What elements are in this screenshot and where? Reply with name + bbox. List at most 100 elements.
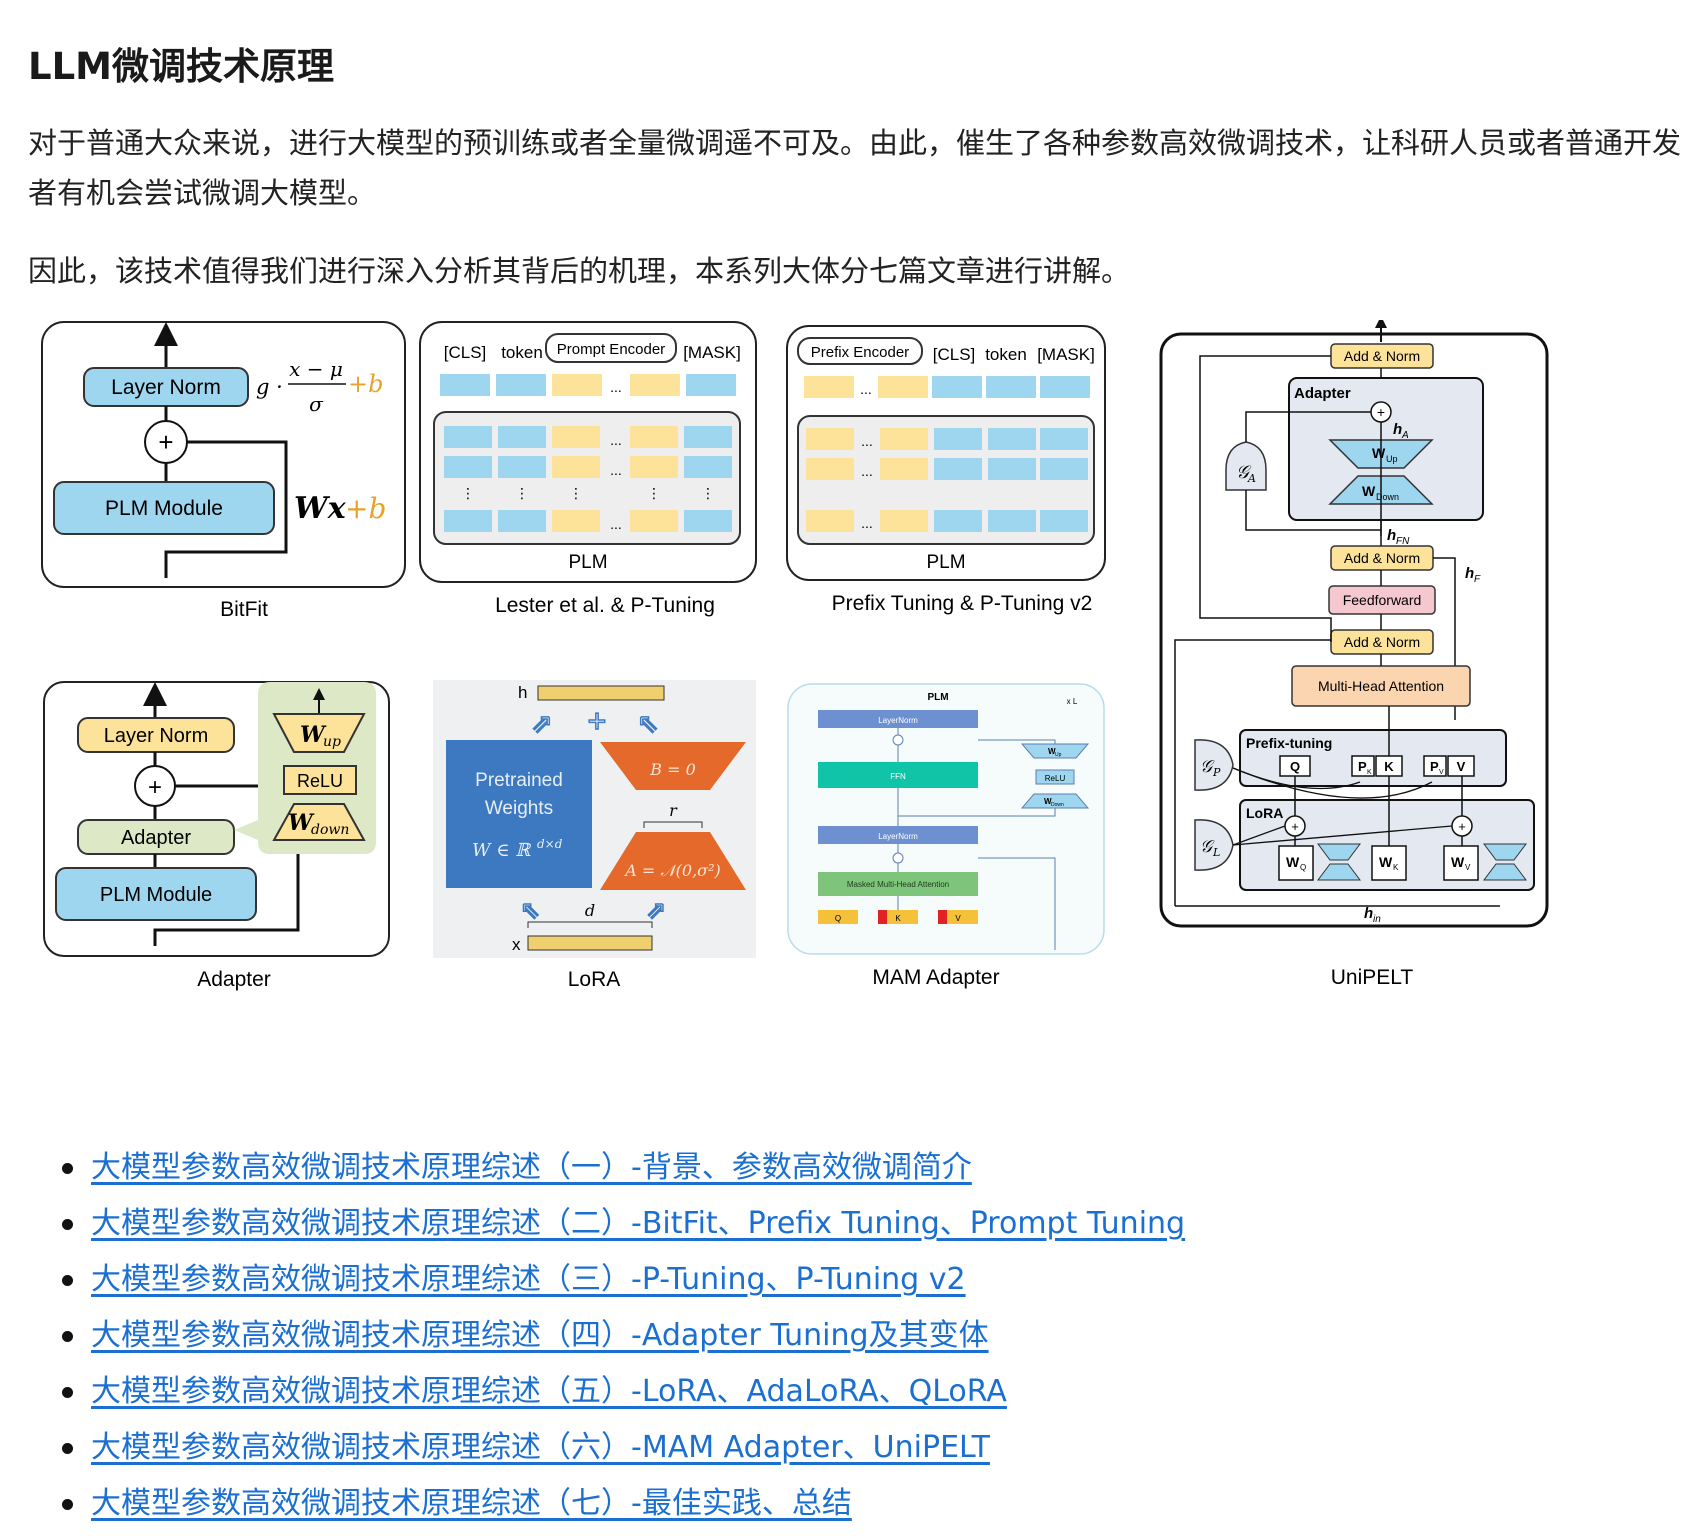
article-link-6[interactable]: 大模型参数高效微调技术原理综述（六）-MAM Adapter、UniPELT bbox=[91, 1430, 990, 1465]
unipelt-panel: Add & Norm Adapter + h A W Up W Down 𝒢 A… bbox=[1159, 316, 1549, 928]
lora-d: d bbox=[585, 901, 595, 920]
unipelt-q: Q bbox=[1290, 759, 1300, 774]
svg-text:⋮: ⋮ bbox=[701, 485, 715, 501]
prefix-token-cls: [CLS] bbox=[933, 345, 976, 364]
svg-text:+: + bbox=[1377, 404, 1385, 420]
lora-arrow-right-icon: ⇖ bbox=[637, 708, 659, 738]
unipelt-w-down: W bbox=[1362, 483, 1376, 499]
unipelt-g-l-sub: L bbox=[1212, 846, 1220, 859]
mam-layernorm-1: LayerNorm bbox=[878, 716, 918, 725]
unipelt-add-norm-low: Add & Norm bbox=[1344, 634, 1420, 650]
list-item: 大模型参数高效微调技术原理综述（四）-Adapter Tuning及其变体 bbox=[58, 1308, 1185, 1364]
bitfit-layer-norm: Layer Norm bbox=[111, 376, 221, 399]
unipelt-k: K bbox=[1384, 759, 1394, 774]
bullet-icon bbox=[62, 1331, 73, 1342]
bitfit-formula-g: g · bbox=[256, 375, 283, 399]
article-link-1[interactable]: 大模型参数高效微调技术原理综述（一）-背景、参数高效微调简介 bbox=[91, 1150, 972, 1185]
prefix-encoder: Prefix Encoder bbox=[811, 344, 909, 361]
unipelt-pv-sub: V bbox=[1439, 769, 1444, 776]
unipelt-mha: Multi-Head Attention bbox=[1318, 678, 1444, 694]
lora-arrow-in-right-icon: ⇗ bbox=[646, 897, 666, 924]
lora-r: r bbox=[669, 801, 678, 820]
bitfit-panel: Layer Norm + PLM Module g · x − μ σ +b W… bbox=[41, 321, 406, 588]
svg-text:...: ... bbox=[860, 381, 872, 397]
lora-h: h bbox=[518, 683, 527, 702]
list-item: 大模型参数高效微调技术原理综述（五）-LoRA、AdaLoRA、QLoRA bbox=[58, 1364, 1185, 1420]
unipelt-adapter: Adapter bbox=[1294, 385, 1351, 402]
unipelt-h-fn: h bbox=[1387, 527, 1396, 544]
caption-bitfit: BitFit bbox=[220, 598, 268, 621]
lora-pretrained: Pretrained bbox=[475, 770, 563, 791]
caption-mam: MAM Adapter bbox=[872, 966, 999, 989]
mam-w-down: W bbox=[1044, 797, 1052, 806]
lora-plus-icon: + bbox=[588, 703, 607, 739]
unipelt-wk: W bbox=[1379, 854, 1393, 870]
adapter-w-up: W bbox=[300, 722, 327, 748]
prefix-input-row: ... bbox=[804, 376, 1090, 398]
mam-k: K bbox=[895, 914, 901, 923]
unipelt-wv-sub: V bbox=[1465, 863, 1471, 872]
svg-text:...: ... bbox=[610, 462, 622, 478]
unipelt-h-a-sub: A bbox=[1401, 430, 1409, 441]
bullet-icon bbox=[62, 1443, 73, 1454]
lester-prompt-encoder: Prompt Encoder bbox=[557, 341, 665, 358]
svg-text:⋮: ⋮ bbox=[461, 485, 475, 501]
mam-q: Q bbox=[835, 914, 841, 923]
unipelt-h-f: h bbox=[1465, 565, 1474, 582]
prefix-token-mask: [MASK] bbox=[1037, 345, 1095, 364]
mam-xl: x L bbox=[1067, 697, 1078, 706]
lora-a: A = 𝒩(0,σ²) bbox=[623, 861, 721, 880]
bitfit-wx-bias: +b bbox=[345, 492, 386, 525]
mam-w-up-sub: Up bbox=[1055, 752, 1062, 758]
lora-panel: h + ⇗ ⇖ Pretrained Weights W ∈ ℝ d×d B =… bbox=[433, 680, 756, 958]
unipelt-w-down-sub: Down bbox=[1376, 492, 1399, 502]
lora-arrow-left-icon: ⇗ bbox=[531, 708, 553, 738]
lester-panel: [CLS] token Prompt Encoder [MASK] ... ..… bbox=[419, 321, 757, 583]
adapter-layer-norm: Layer Norm bbox=[104, 725, 208, 747]
adapter-w-down: W bbox=[288, 810, 315, 836]
article-link-5[interactable]: 大模型参数高效微调技术原理综述（五）-LoRA、AdaLoRA、QLoRA bbox=[91, 1374, 1007, 1409]
caption-adapter: Adapter bbox=[197, 968, 271, 991]
mam-layernorm-2: LayerNorm bbox=[878, 832, 918, 841]
series-paragraph: 因此，该技术值得我们进行深入分析其背后的机理，本系列大体分七篇文章进行讲解。 bbox=[28, 254, 1131, 288]
prefix-plm: PLM bbox=[926, 552, 965, 573]
article-link-4[interactable]: 大模型参数高效微调技术原理综述（四）-Adapter Tuning及其变体 bbox=[91, 1318, 989, 1353]
unipelt-w-up-sub: Up bbox=[1386, 454, 1398, 464]
unipelt-lora: LoRA bbox=[1246, 805, 1283, 821]
intro-paragraph: 对于普通大众来说，进行大模型的预训练或者全量微调遥不可及。由此，催生了各种参数高… bbox=[28, 126, 1682, 210]
article-link-7[interactable]: 大模型参数高效微调技术原理综述（七）-最佳实践、总结 bbox=[91, 1486, 852, 1521]
mam-plm: PLM bbox=[927, 692, 948, 703]
adapter-relu: ReLU bbox=[297, 771, 343, 791]
bitfit-formula-bias: +b bbox=[348, 370, 383, 398]
svg-text:...: ... bbox=[861, 433, 873, 449]
unipelt-h-in-sub: in bbox=[1373, 914, 1381, 925]
adapter-w-down-sub: down bbox=[311, 822, 349, 838]
unipelt-wv: W bbox=[1451, 854, 1465, 870]
unipelt-g-l: 𝒢 bbox=[1200, 837, 1215, 857]
adapter-w-up-sub: up bbox=[323, 734, 341, 750]
bitfit-plm-box bbox=[53, 481, 275, 535]
unipelt-pv: P bbox=[1430, 759, 1439, 774]
peft-diagram-svg: Layer Norm + PLM Module g · x − μ σ +b W… bbox=[41, 316, 1549, 991]
bitfit-plm-module: PLM Module bbox=[105, 497, 223, 520]
article-link-2[interactable]: 大模型参数高效微调技术原理综述（二）-BitFit、Prefix Tuning、… bbox=[91, 1206, 1186, 1241]
mam-mha: Masked Multi-Head Attention bbox=[847, 880, 949, 889]
unipelt-pk: P bbox=[1358, 759, 1367, 774]
adapter-plm-module: PLM Module bbox=[100, 884, 212, 906]
adapter-plus: + bbox=[148, 774, 162, 801]
lester-plm: PLM bbox=[568, 552, 607, 573]
list-item: 大模型参数高效微调技术原理综述（一）-背景、参数高效微调简介 bbox=[58, 1140, 1185, 1196]
svg-text:...: ... bbox=[861, 515, 873, 531]
svg-text:⋮: ⋮ bbox=[569, 485, 583, 501]
adapter-adapter: Adapter bbox=[121, 827, 191, 849]
bitfit-wx: Wx bbox=[294, 491, 347, 526]
mam-ffn: FFN bbox=[890, 772, 906, 781]
mam-panel: PLM x L LayerNorm FFN LayerNorm Masked M… bbox=[787, 683, 1105, 955]
mam-w-down-sub: Down bbox=[1051, 802, 1064, 808]
unipelt-h-a: h bbox=[1393, 421, 1402, 438]
svg-text:...: ... bbox=[610, 516, 622, 532]
svg-text:...: ... bbox=[610, 432, 622, 448]
unipelt-h-in: h bbox=[1364, 905, 1373, 922]
article-link-3[interactable]: 大模型参数高效微调技术原理综述（三）-P-Tuning、P-Tuning v2 bbox=[91, 1262, 966, 1297]
unipelt-add-norm-top: Add & Norm bbox=[1344, 348, 1420, 364]
